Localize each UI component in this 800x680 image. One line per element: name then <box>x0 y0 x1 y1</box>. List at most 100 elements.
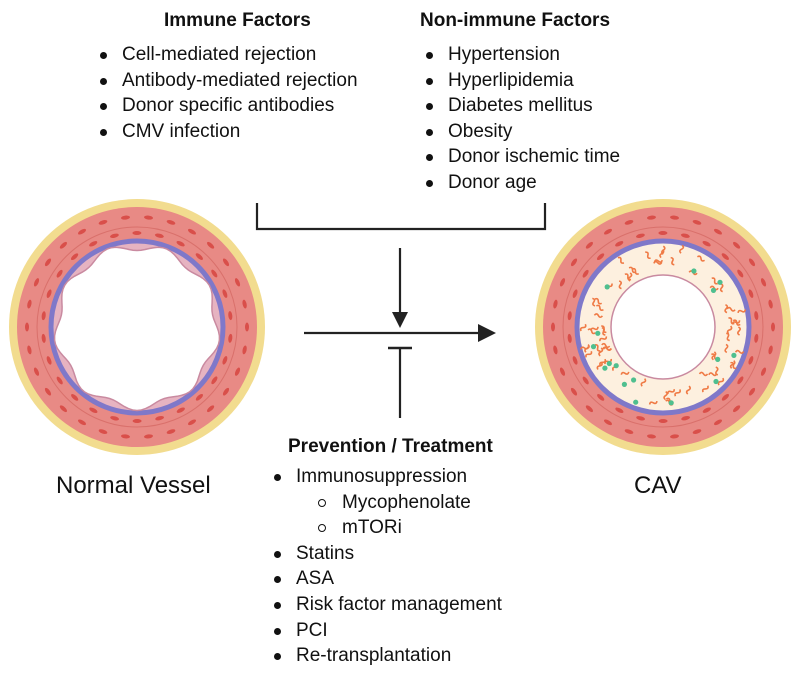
cav-smooth-muscle-cell <box>701 385 709 393</box>
normal-media-cell <box>222 387 230 396</box>
cav-media-cell <box>603 419 613 426</box>
normal-media-cell <box>33 278 40 287</box>
cav-media-cell <box>713 228 723 235</box>
immune-factors-title: Immune Factors <box>164 10 311 31</box>
cav-media-cell <box>681 415 690 421</box>
normal-media-cell <box>89 407 98 414</box>
cav-media-cell <box>615 407 624 414</box>
cav-lumen <box>610 274 716 380</box>
cav-media-cell <box>670 215 679 220</box>
normal-media-cell <box>46 289 52 298</box>
cav-media-cell <box>737 269 744 278</box>
normal-media-cell <box>242 345 247 355</box>
normal-vessel-label: Normal Vessel <box>56 472 211 499</box>
cav-smooth-muscle-cell <box>737 309 747 314</box>
cav-media-cell <box>647 215 656 220</box>
normal-media-cell <box>166 429 176 434</box>
cav-smooth-muscle-cell <box>711 277 718 285</box>
cav-media-cell <box>570 258 578 267</box>
cav-media-ring-line <box>562 226 764 428</box>
cav-smooth-muscle-cell <box>724 304 729 314</box>
cav-smooth-muscle-cell <box>697 255 705 262</box>
normal-media-cell <box>245 322 249 332</box>
normal-media-cell <box>70 253 79 261</box>
cav-smooth-muscle-cell <box>670 256 675 266</box>
cav-media-cell <box>692 429 702 434</box>
cav-smooth-muscle-cell <box>602 346 613 352</box>
normal-media-cell <box>222 258 230 267</box>
cav-inflammatory-cell <box>595 330 601 336</box>
cav-smooth-muscle-cell <box>599 358 607 366</box>
cav-smooth-muscle-cell <box>618 280 623 290</box>
cav-smooth-muscle-cell <box>663 390 668 401</box>
cav-smooth-muscle-cell <box>719 283 724 293</box>
cav-smooth-muscle-cell <box>598 347 604 357</box>
cav-inflammatory-cell <box>691 268 697 274</box>
normal-media-cell <box>132 419 142 423</box>
cav-vessel-illustration <box>535 199 791 455</box>
non-immune-factors-list: Hypertension Hyperlipidemia Diabetes mel… <box>422 42 620 196</box>
cav-media-cell <box>754 333 759 343</box>
cav-media-cell <box>721 253 729 260</box>
cav-smooth-muscle-cell <box>732 319 741 326</box>
normal-media-cell <box>132 231 142 235</box>
cav-media-cell <box>603 228 613 235</box>
factors-bracket <box>255 203 547 231</box>
progression-arrow-head <box>478 324 496 342</box>
cav-smooth-muscle-cell <box>587 328 596 335</box>
normal-media-cell <box>176 407 185 413</box>
cav-media-cell <box>702 407 711 413</box>
cav-smooth-muscle-cell <box>594 344 601 352</box>
cav-media-cell <box>596 253 605 261</box>
immunosuppression-sublist: Mycophenolate mTORi <box>296 490 502 541</box>
cav-inflammatory-cell <box>633 399 639 405</box>
cav-smooth-muscle-cell <box>579 346 590 350</box>
cav-smooth-muscle-cell <box>724 343 729 354</box>
normal-media-cell <box>77 419 87 426</box>
normal-lumen <box>53 246 221 412</box>
normal-media-cell <box>206 405 215 413</box>
sub-list-item: Mycophenolate <box>296 490 502 516</box>
prevention-treatment-list: Immunosuppression Mycophenolate mTORi St… <box>270 464 502 669</box>
normal-media-cell <box>234 367 241 376</box>
normal-media-cell <box>46 356 52 365</box>
cav-media-cell <box>771 322 775 332</box>
cav-smooth-muscle-cell <box>674 389 681 397</box>
list-item: Donor age <box>422 170 620 196</box>
normal-media-cell <box>71 394 79 401</box>
cav-inflammatory-cell <box>604 284 610 290</box>
normal-media-cell <box>56 376 63 385</box>
cav-smooth-muscle-cell <box>620 371 630 375</box>
cav-smooth-muscle-cell <box>685 385 691 395</box>
cav-media-cell <box>615 241 624 247</box>
cav-smooth-muscle-cell <box>601 342 611 349</box>
cav-media-cell <box>567 333 572 343</box>
cav-media-cells <box>551 215 775 439</box>
cav-smooth-muscle-cell <box>599 336 608 342</box>
normal-media-cell <box>195 393 204 401</box>
cav-smooth-muscle-cell <box>631 267 640 275</box>
list-item: Hyperlipidemia <box>422 68 620 94</box>
cav-smooth-muscle-cell <box>726 325 733 335</box>
normal-media-cell <box>222 356 228 365</box>
normal-media-cell <box>56 269 63 278</box>
normal-media-cell <box>27 345 32 355</box>
cav-media-cell <box>647 434 656 439</box>
cav-smooth-muscle-cell <box>624 273 632 281</box>
normal-media-cell <box>242 299 247 309</box>
normal-media-cell <box>98 429 108 434</box>
cav-media-cell <box>754 311 759 321</box>
cav-media-cell <box>582 376 589 385</box>
cav-inflammatory-cell <box>631 377 637 383</box>
cav-media-cell <box>572 289 578 298</box>
cav-media-cell <box>768 299 773 309</box>
cav-media-cell <box>658 419 668 423</box>
cav-smooth-muscle-cell <box>596 361 603 370</box>
cav-smooth-muscle-cell <box>579 323 587 332</box>
cav-inflammatory-cell <box>602 365 608 371</box>
cav-smooth-muscle-cell <box>594 297 603 305</box>
cav-smooth-muscle-cell <box>708 372 718 377</box>
list-item: PCI <box>270 618 502 644</box>
cav-smooth-muscle-cell <box>734 349 745 355</box>
